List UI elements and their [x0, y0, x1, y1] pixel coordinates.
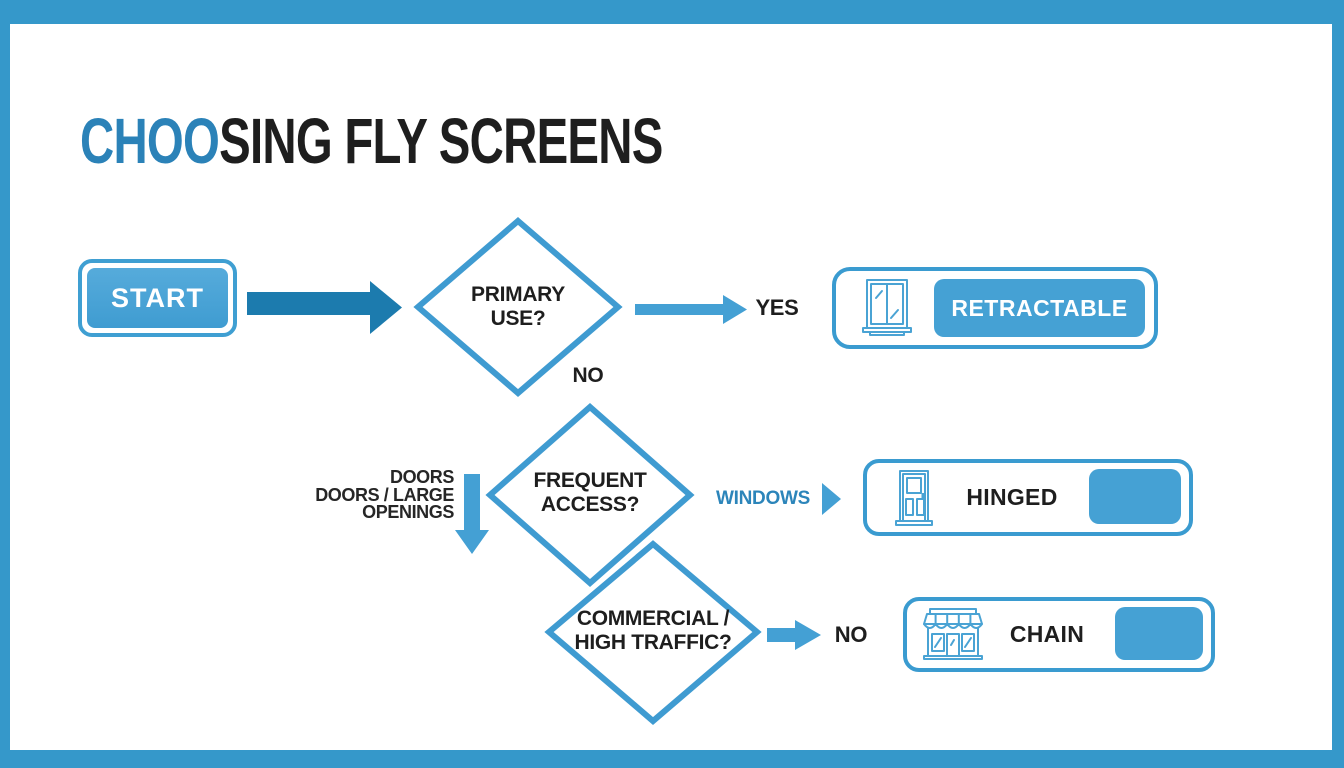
page-title: CHOOSING FLY SCREENS — [80, 109, 663, 173]
decision-diamond-commercial — [544, 540, 762, 725]
frequent-access-line1: FREQUENT — [533, 469, 647, 492]
start-arrow — [247, 281, 402, 334]
result-box-hinged: HINGED — [863, 459, 1193, 536]
doors-line2: DOORS / LARGE — [315, 484, 454, 505]
decision-commercial-label: COMMERCIAL / HIGH TRAFFIC? — [553, 604, 753, 658]
branch-label-windows: WINDOWS — [716, 488, 810, 509]
title-rest: SING FLY SCREENS — [219, 105, 663, 177]
storefront-icon — [923, 608, 983, 660]
branch-label-no-primary: NO — [572, 364, 604, 387]
start-node: START — [78, 259, 237, 337]
doors-line3: OPENINGS — [362, 502, 454, 522]
branch-label-yes: YES — [755, 295, 799, 320]
result-box-chain: CHAIN — [903, 597, 1215, 672]
window-icon — [862, 279, 912, 336]
windows-arrowhead — [822, 483, 841, 515]
commercial-line1: COMMERCIAL / — [576, 607, 730, 630]
flow-connector-layer — [247, 217, 841, 725]
primary-use-line2: USE? — [490, 307, 546, 330]
decision-frequent-access-label: FREQUENT ACCESS? — [500, 466, 680, 520]
commercial-line2: HIGH TRAFFIC? — [574, 631, 732, 654]
doors-branch-annotation: DOORS DOORS / LARGE OPENINGS — [290, 467, 454, 522]
primary-use-line1: PRIMARY — [471, 283, 565, 306]
flowchart-canvas: CHOOSING FLY SCREENS START — [10, 24, 1332, 750]
no-arrow — [767, 620, 821, 650]
hinged-pill — [1089, 469, 1181, 524]
frequent-access-line2: ACCESS? — [540, 493, 640, 516]
start-label: START — [111, 282, 204, 313]
branch-label-no-commercial: NO — [834, 622, 868, 647]
result-box-retractable: RETRACTABLE — [832, 267, 1158, 349]
decision-diamond-primary-use — [413, 217, 623, 397]
retractable-label: RETRACTABLE — [951, 294, 1128, 321]
title-highlight: CHOO — [80, 105, 220, 177]
decision-primary-use-label: PRIMARY USE? — [428, 280, 608, 334]
door-icon — [895, 470, 933, 526]
hinged-label: HINGED — [966, 484, 1058, 510]
chain-pill — [1115, 607, 1203, 660]
start-node-fill: START — [87, 268, 228, 328]
doors-down-arrow — [455, 474, 489, 554]
yes-arrow — [635, 295, 747, 324]
retractable-pill: RETRACTABLE — [934, 279, 1145, 337]
decision-diamond-frequent-access — [485, 403, 695, 587]
doors-line1: DOORS — [389, 467, 454, 487]
chain-label: CHAIN — [1009, 621, 1085, 647]
